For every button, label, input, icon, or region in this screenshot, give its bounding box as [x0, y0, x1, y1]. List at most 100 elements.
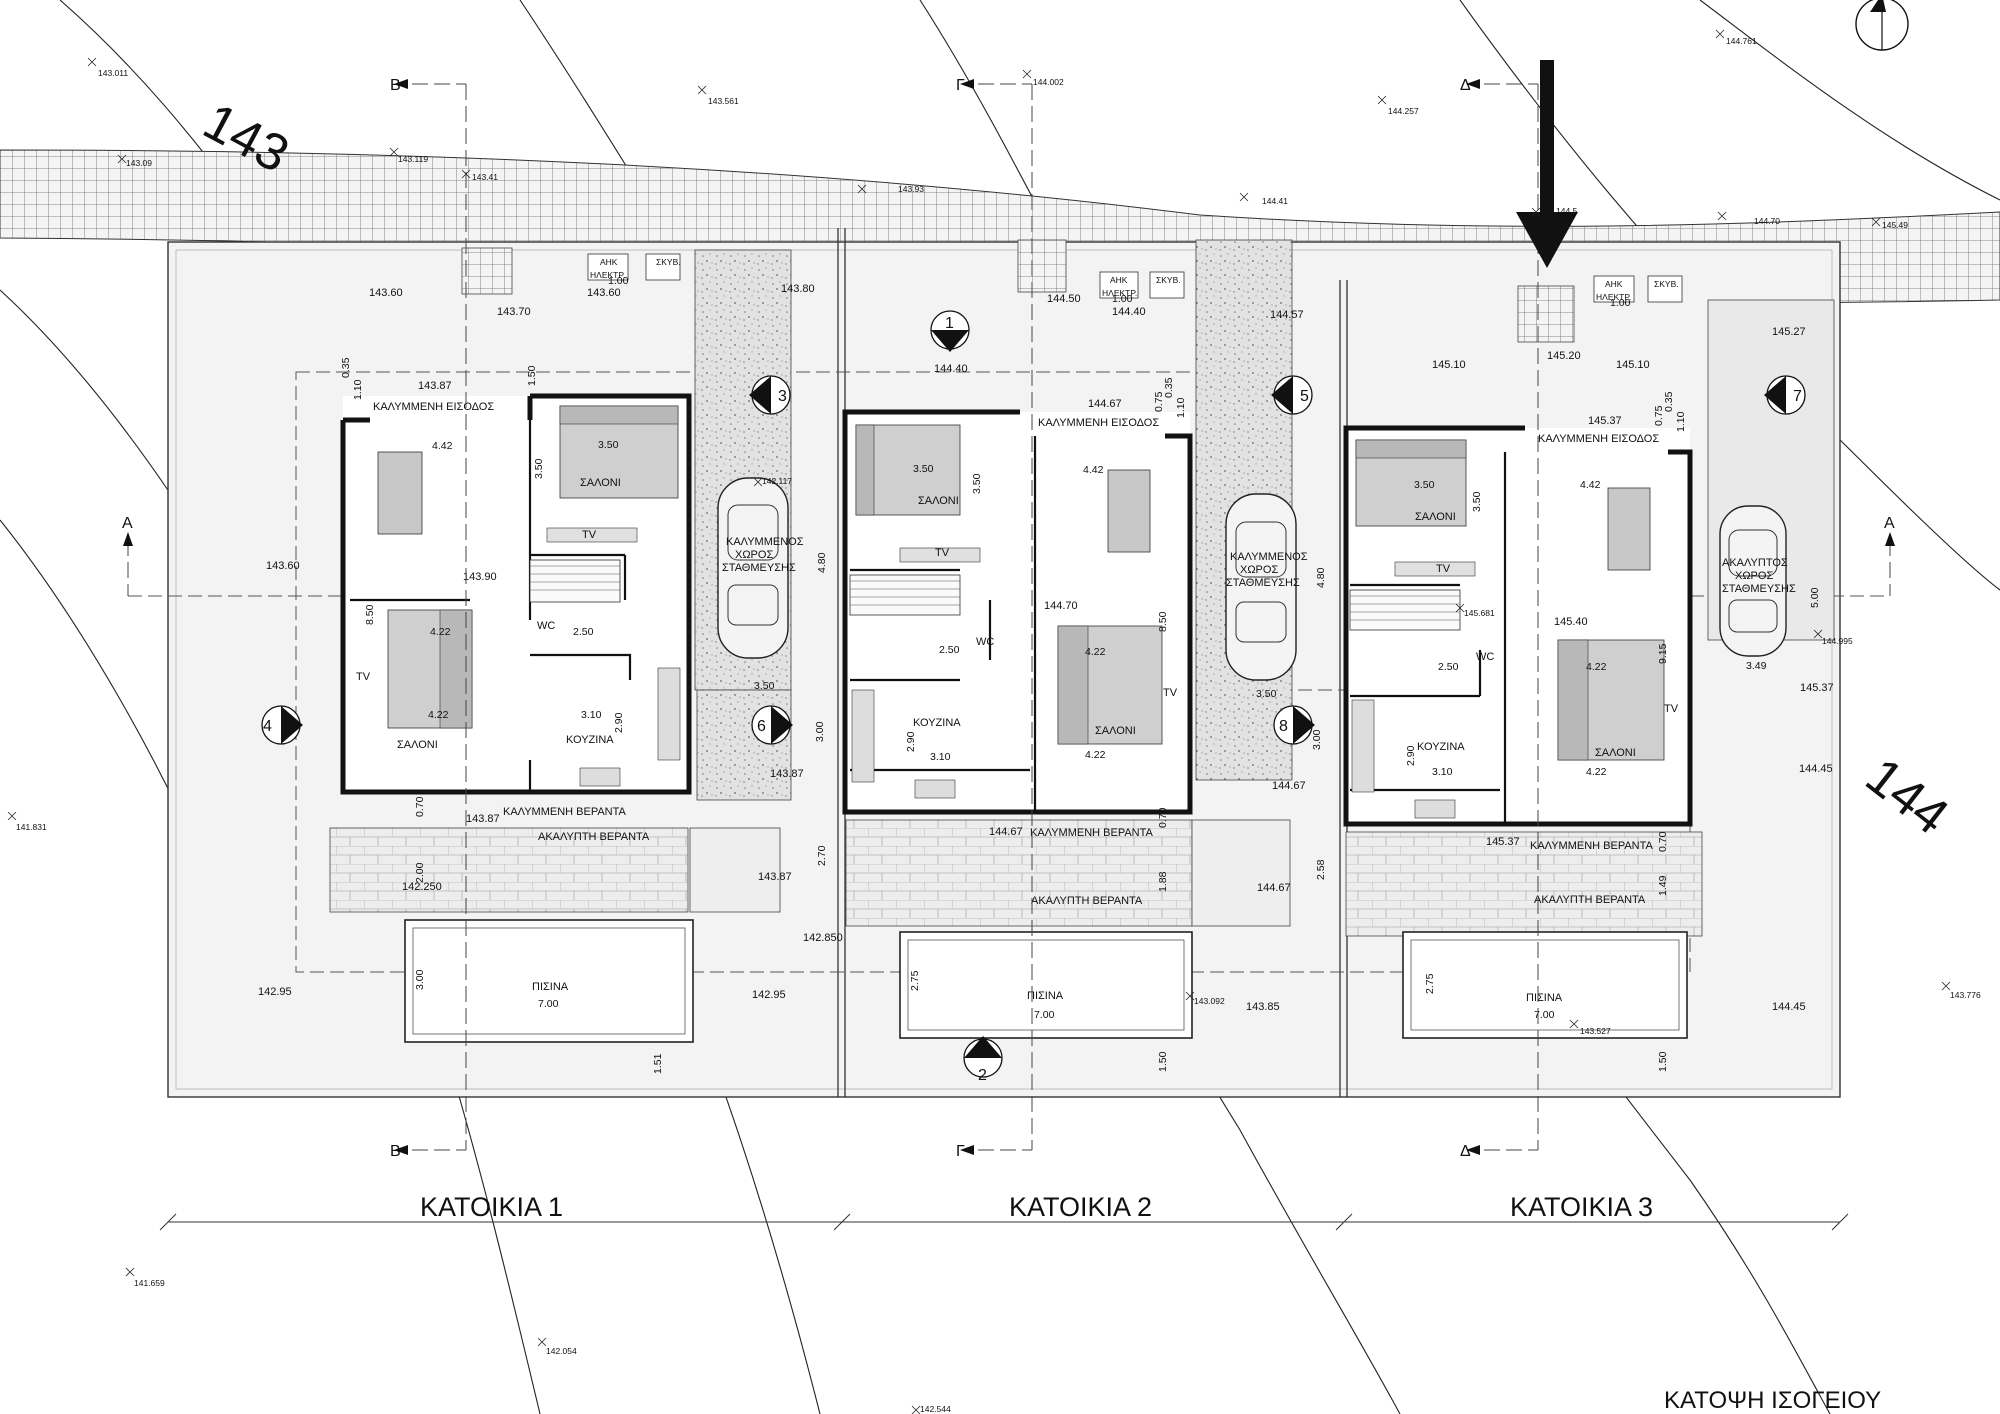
- dim-1-300: 3.00: [414, 969, 426, 990]
- elevation-marker-5: 5: [1271, 375, 1313, 415]
- dim-2-422b: 4.22: [1085, 749, 1106, 761]
- survey-pt-21: 143.092: [1194, 996, 1225, 1006]
- level-3-8: 144.45: [1799, 763, 1833, 775]
- level-1-8: 143.87: [466, 813, 500, 825]
- dim-3-350: 3.50: [1414, 479, 1435, 491]
- survey-pt-13: 141.831: [16, 822, 47, 832]
- pool-3: [1402, 931, 1688, 1039]
- parking-3a: ΑΚΑΛΥΠΤΟΣ: [1722, 557, 1788, 569]
- level-2-5: 144.70: [1044, 600, 1078, 612]
- dim-2-350: 3.50: [913, 463, 934, 475]
- dim-2-290: 2.90: [905, 731, 917, 752]
- dim-2-258: 2.58: [1315, 859, 1327, 880]
- level-1-3: 143.80: [781, 283, 815, 295]
- survey-pt-7: 143.41: [472, 172, 498, 182]
- level-1-5: 143.90: [463, 571, 497, 583]
- level-3-2: 145.10: [1616, 359, 1650, 371]
- dim-3-290: 2.90: [1405, 745, 1417, 766]
- house-2: ΑΗΚ ΣΚΥΒ. ΗΛΕΚΤΡ. ΚΑΛΥΜΜΕΝΗ ΕΙΣΟΔΟΣ ΣΑΛΟ…: [842, 239, 1327, 1222]
- level-2-7: 144.67: [1272, 780, 1306, 792]
- section-mark-a-left: Α: [122, 515, 133, 532]
- level-1-12: 142.850: [803, 932, 843, 944]
- level-1-13: 142.250: [402, 881, 442, 893]
- dim-2-350v: 3.50: [971, 473, 983, 494]
- dim-2-480: 4.80: [1315, 567, 1327, 588]
- pool-2: [899, 931, 1193, 1039]
- meter-skyv-1: ΣΚΥΒ.: [656, 257, 681, 267]
- level-3-7: 145.37: [1800, 682, 1834, 694]
- survey-pt-14: 141.659: [134, 1278, 165, 1288]
- dim-1-035: 0.35: [340, 357, 352, 378]
- dim-2-150: 1.50: [1157, 1051, 1169, 1072]
- dim-2-850: 8.50: [1157, 611, 1169, 632]
- parking-2c: ΣΤΑΘΜΕΥΣΗΣ: [1226, 577, 1300, 589]
- tv2-2: TV: [1163, 687, 1178, 699]
- dim-2-300p: 3.00: [1311, 729, 1323, 750]
- car-3: [1719, 505, 1787, 657]
- section-mark-g-bottom: Γ: [956, 1143, 965, 1160]
- pool-label-3: ΠΙΣΙΝΑ: [1526, 992, 1563, 1004]
- tv-1: TV: [582, 529, 597, 541]
- open-veranda-1: [329, 827, 689, 913]
- elevation-marker-7: 7: [1764, 375, 1806, 415]
- survey-pt-1: 143.561: [708, 96, 739, 106]
- walls-3: [1343, 425, 1693, 827]
- svg-text:7: 7: [1793, 388, 1802, 405]
- level-3-4: 145.37: [1588, 415, 1622, 427]
- room-kitchen-1: ΚΟΥΖΙΝΑ: [566, 734, 614, 746]
- survey-pt-15: 142.054: [546, 1346, 577, 1356]
- meter-elec-3: ΗΛΕΚΤΡ.: [1596, 292, 1631, 302]
- level-3-1: 145.20: [1547, 350, 1581, 362]
- dim-3-700: 7.00: [1534, 1009, 1555, 1021]
- parking-1b: ΧΩΡΟΣ: [735, 549, 773, 561]
- open-veranda-label-3: ΑΚΑΛΥΠΤΗ ΒΕΡΑΝΤΑ: [1534, 894, 1646, 906]
- survey-pt-6: 143.119: [398, 154, 428, 164]
- level-1-11: 142.95: [752, 989, 786, 1001]
- dim-1-422a: 4.22: [430, 626, 451, 638]
- dim-3-349: 3.49: [1746, 660, 1767, 672]
- meter-skyv-3: ΣΚΥΒ.: [1654, 279, 1679, 289]
- open-veranda-label-1: ΑΚΑΛΥΠΤΗ ΒΕΡΑΝΤΑ: [538, 831, 650, 843]
- section-mark-d-bottom: Δ: [1460, 1143, 1471, 1160]
- car-2: [1225, 493, 1297, 681]
- dim-1-250: 2.50: [573, 626, 594, 638]
- covered-veranda-1: ΚΑΛΥΜΜΕΝΗ ΒΕΡΑΝΤΑ: [503, 806, 627, 818]
- walls-2: [842, 409, 1193, 815]
- dim-2-250: 2.50: [939, 644, 960, 656]
- level-3-6: 145.37: [1486, 836, 1520, 848]
- elevation-marker-2: 2: [963, 1036, 1003, 1084]
- survey-pt-18: 144.995: [1822, 636, 1853, 646]
- dim-2-100: 1.00: [1112, 293, 1133, 305]
- level-1-6: 143.60: [266, 560, 300, 572]
- dim-3-442: 4.42: [1580, 479, 1601, 491]
- walls-1: [340, 393, 692, 795]
- tv2-1: TV: [356, 671, 371, 683]
- dim-2-700: 7.00: [1034, 1009, 1055, 1021]
- dim-3-110: 1.10: [1675, 411, 1687, 432]
- elevation-marker-8: 8: [1273, 705, 1315, 745]
- level-1-10: 142.95: [258, 986, 292, 998]
- level-2-4: 144.67: [1088, 398, 1122, 410]
- meter-ahk-2: ΑΗΚ: [1110, 275, 1128, 285]
- car-1: [717, 477, 789, 659]
- level-2-0: 144.40: [934, 363, 968, 375]
- level-1-4: 143.87: [418, 380, 452, 392]
- dim-1-422b: 4.22: [428, 709, 449, 721]
- dim-3-035: 0.35: [1663, 391, 1675, 412]
- section-mark-b-bottom: Β: [390, 1143, 401, 1160]
- level-2-1: 144.50: [1047, 293, 1081, 305]
- survey-pt-12: 145.49: [1882, 220, 1908, 230]
- dim-1-300p: 3.00: [814, 721, 826, 742]
- level-1-0: 143.60: [369, 287, 403, 299]
- room-kitchen-2: ΚΟΥΖΙΝΑ: [913, 717, 961, 729]
- parking-2a: ΚΑΛΥΜΜΕΝΟΣ: [1230, 551, 1308, 563]
- room-salon-3: ΣΑΛΟΝΙ: [1415, 511, 1456, 523]
- dim-2-275: 2.75: [909, 970, 921, 991]
- room-kitchen-3: ΚΟΥΖΙΝΑ: [1417, 741, 1465, 753]
- dim-3-149: 1.49: [1657, 875, 1669, 896]
- level-2-6: 144.67: [989, 826, 1023, 838]
- room-salon-2: ΣΑΛΟΝΙ: [918, 495, 959, 507]
- svg-text:5: 5: [1300, 388, 1309, 405]
- dim-2-035: 0.35: [1163, 377, 1175, 398]
- dim-3-310: 3.10: [1432, 766, 1453, 778]
